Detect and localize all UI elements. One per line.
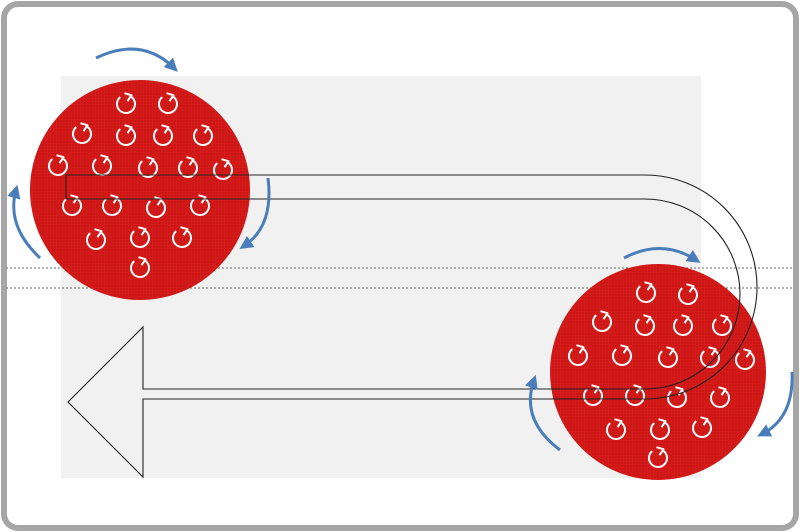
spin-arrow-icon: [158, 92, 178, 114]
spin-arrow-icon: [606, 418, 626, 440]
spin-arrow-icon: [72, 122, 92, 144]
spin-arrow-icon: [130, 256, 150, 278]
spin-arrow-icon: [735, 348, 755, 370]
spin-arrow-icon: [712, 314, 732, 336]
u-turn-arrow-icon: [65, 174, 758, 479]
spin-arrow-icon: [138, 156, 158, 178]
spin-arrow-icon: [710, 386, 730, 408]
spin-arrow-icon: [48, 154, 68, 176]
spin-arrow-icon: [650, 418, 670, 440]
spin-arrow-icon: [213, 158, 233, 180]
spin-arrow-icon: [625, 384, 645, 406]
spin-arrow-icon: [583, 384, 603, 406]
spin-arrow-icon: [172, 226, 192, 248]
rotation-arrow-icon: [623, 247, 701, 263]
rotation-arrow-icon: [95, 47, 178, 72]
spin-arrow-icon: [153, 124, 173, 146]
rotation-arrow-icon: [524, 374, 561, 452]
spin-arrow-icon: [130, 226, 150, 248]
spin-arrow-icon: [648, 446, 668, 468]
spin-glyphs-bottom-right: [568, 281, 755, 468]
disc-top-left: [30, 80, 250, 300]
spin-arrow-icon: [193, 124, 213, 146]
spin-arrow-icon: [86, 228, 106, 250]
spin-arrow-icon: [592, 310, 612, 332]
rotation-arrow-icon: [7, 184, 42, 260]
rotation-arrow-icon: [757, 371, 794, 437]
spin-arrow-icon: [102, 194, 122, 216]
spin-arrow-icon: [658, 346, 678, 368]
spin-arrow-icon: [692, 416, 712, 438]
spin-arrow-icon: [673, 314, 693, 336]
spin-arrow-icon: [612, 344, 632, 366]
spin-arrow-icon: [678, 283, 698, 305]
spin-arrow-icon: [62, 194, 82, 216]
spin-arrow-icon: [190, 194, 210, 216]
spin-arrow-icon: [116, 124, 136, 146]
spin-arrow-icon: [635, 314, 655, 336]
spin-glyphs-top-left: [48, 92, 233, 278]
spin-arrow-icon: [178, 156, 198, 178]
spin-arrow-icon: [116, 92, 136, 114]
spin-arrow-icon: [636, 281, 656, 303]
spin-arrow-icon: [568, 344, 588, 366]
rotation-arrow-icon: [239, 177, 271, 249]
